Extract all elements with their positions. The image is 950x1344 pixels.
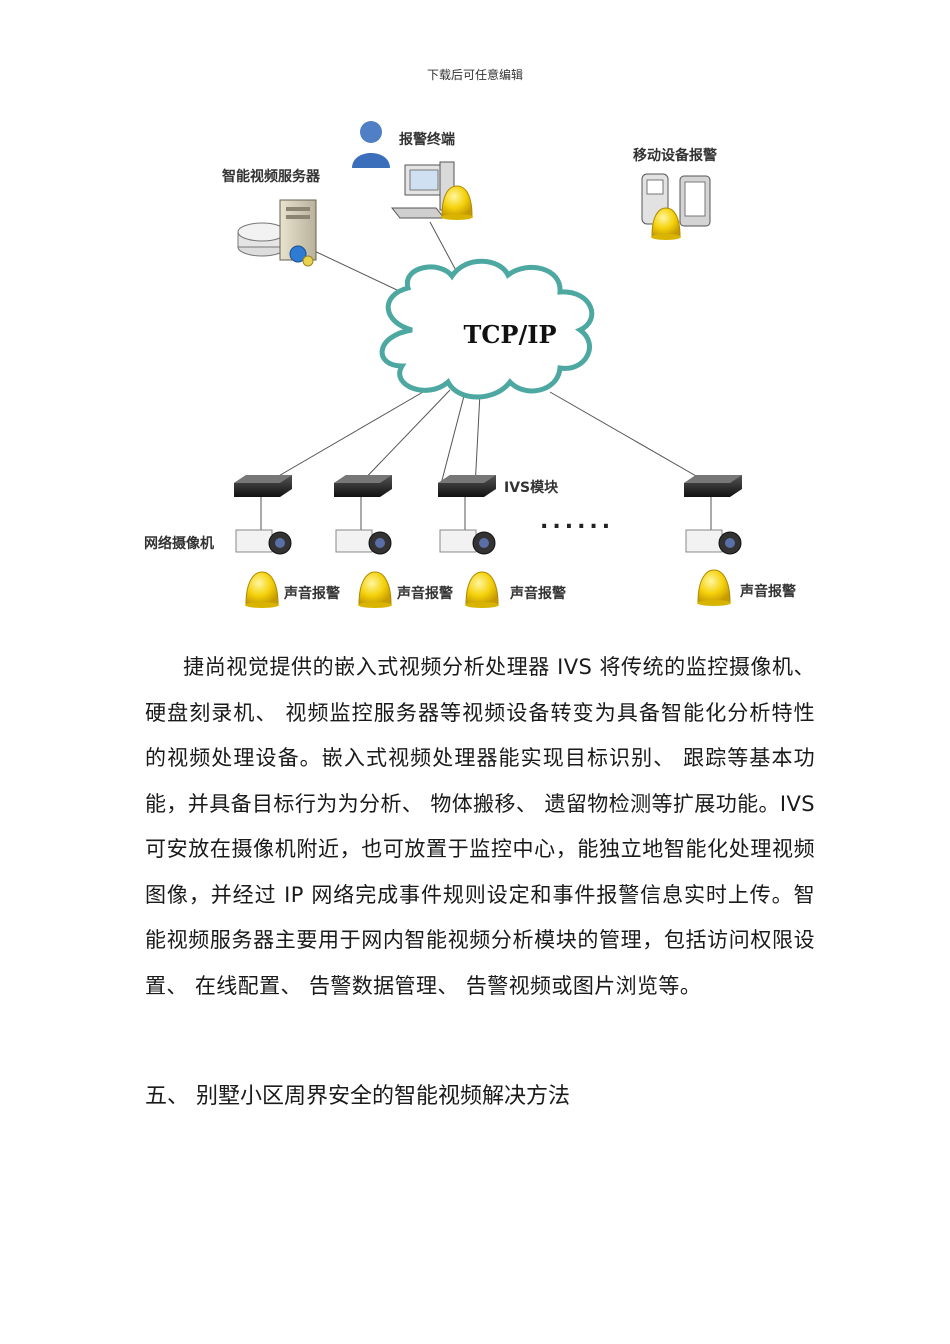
- mobile-bell-icon: [651, 207, 681, 240]
- ivs-module-icon-3: [438, 475, 496, 497]
- ivs-module-icon-4: [684, 475, 742, 497]
- camera-icon-3: [439, 529, 496, 555]
- ellipsis-dots: ......: [540, 509, 614, 534]
- sound-alarm-bell-icon-1: [245, 571, 279, 608]
- ivs-module-icon-2: [334, 475, 392, 497]
- terminal-label: 报警终端: [399, 131, 455, 148]
- network-diagram: TCP/IP 智能视频服务器 报警终端 移动设备报警: [144, 121, 796, 608]
- body-paragraph: 捷尚视觉提供的嵌入式视频分析处理器 IVS 将传统的监控摄像机、 硬盘刻录机、 …: [145, 645, 815, 1009]
- ivs-module-icon-1: [234, 475, 292, 497]
- camera-icon-1: [235, 529, 292, 555]
- mobile-label: 移动设备报警: [633, 147, 717, 164]
- camera-icon-2: [335, 529, 392, 555]
- camera-icon-4: [685, 529, 742, 555]
- page-header: 下载后可任意编辑: [426, 68, 523, 82]
- user-icon: [352, 121, 390, 168]
- sound-alarm-label-2: 声音报警: [396, 585, 453, 602]
- sound-alarm-label-4: 声音报警: [739, 583, 796, 600]
- ivs-module-label: IVS模块: [504, 479, 559, 496]
- server-icon: [237, 199, 317, 267]
- network-label: TCP/IP: [463, 320, 556, 349]
- server-label: 智能视频服务器: [221, 168, 321, 185]
- network-cloud: TCP/IP: [379, 258, 595, 400]
- sound-alarm-bell-icon-3: [465, 571, 499, 608]
- sound-alarm-label-3: 声音报警: [509, 585, 566, 602]
- sound-alarm-label-1: 声音报警: [283, 585, 340, 602]
- terminal-bell-icon: [441, 185, 473, 220]
- section-heading: 五、 别墅小区周界安全的智能视频解决方法: [145, 1084, 570, 1109]
- body-paragraph-text: 捷尚视觉提供的嵌入式视频分析处理器 IVS 将传统的监控摄像机、 硬盘刻录机、 …: [145, 655, 815, 998]
- sound-alarm-bell-icon-4: [697, 569, 731, 606]
- sound-alarm-bell-icon-2: [358, 571, 392, 608]
- camera-label: 网络摄像机: [144, 535, 214, 552]
